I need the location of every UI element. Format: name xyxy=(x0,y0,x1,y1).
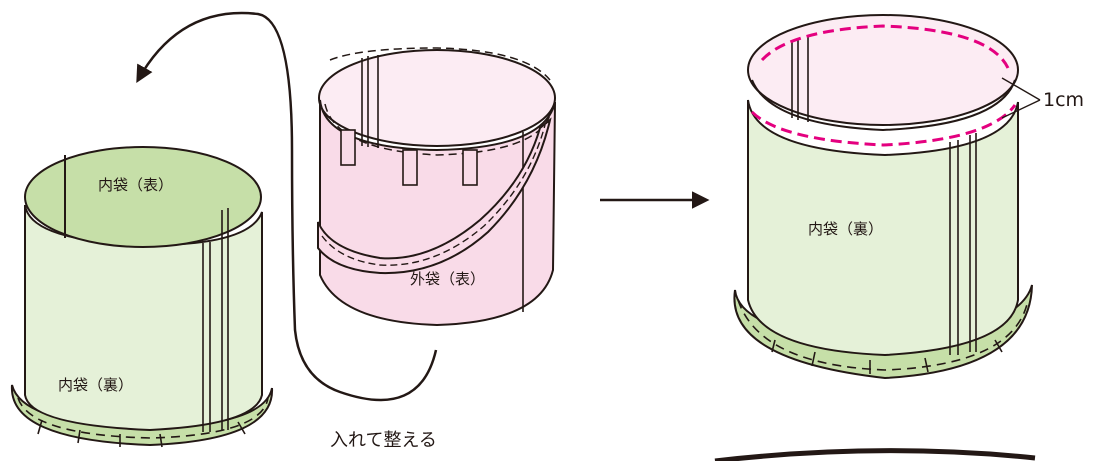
label-inner-bag-inside-right: 内袋（裏） xyxy=(808,220,883,238)
label-insert-instruction: 入れて整える xyxy=(330,430,437,451)
next-step-curve xyxy=(714,448,1036,461)
inner-bag-left xyxy=(10,146,274,448)
combined-bag xyxy=(733,14,1041,380)
outer-bag xyxy=(317,47,556,327)
combined-bag-top xyxy=(747,14,1019,126)
label-seam-allowance: 1cm xyxy=(1043,89,1084,111)
inner-bag-left-base-stitch xyxy=(17,397,269,439)
outer-bag-inner-seam xyxy=(361,55,379,148)
combined-bag-side-seam xyxy=(949,133,977,355)
inner-bag-left-base-ticks xyxy=(37,419,246,448)
seam-allowance-leader-1 xyxy=(1001,77,1041,101)
inner-bag-left-side-seam xyxy=(202,238,229,432)
label-outer-bag-outside: 外袋（表） xyxy=(410,270,485,288)
label-inner-bag-inside-left: 内袋（裏） xyxy=(58,376,133,394)
combined-bag-top-stitch xyxy=(760,24,1010,69)
label-inner-bag-outside: 内袋（表） xyxy=(98,176,173,194)
combined-bag-front-stitch xyxy=(750,104,1017,147)
seam-allowance-leader-2 xyxy=(1001,99,1041,119)
curved-arrow-icon xyxy=(136,11,438,402)
outer-bag-tabs xyxy=(340,129,478,186)
inner-bag-left-top xyxy=(24,146,262,248)
outer-bag-strap xyxy=(317,117,552,275)
